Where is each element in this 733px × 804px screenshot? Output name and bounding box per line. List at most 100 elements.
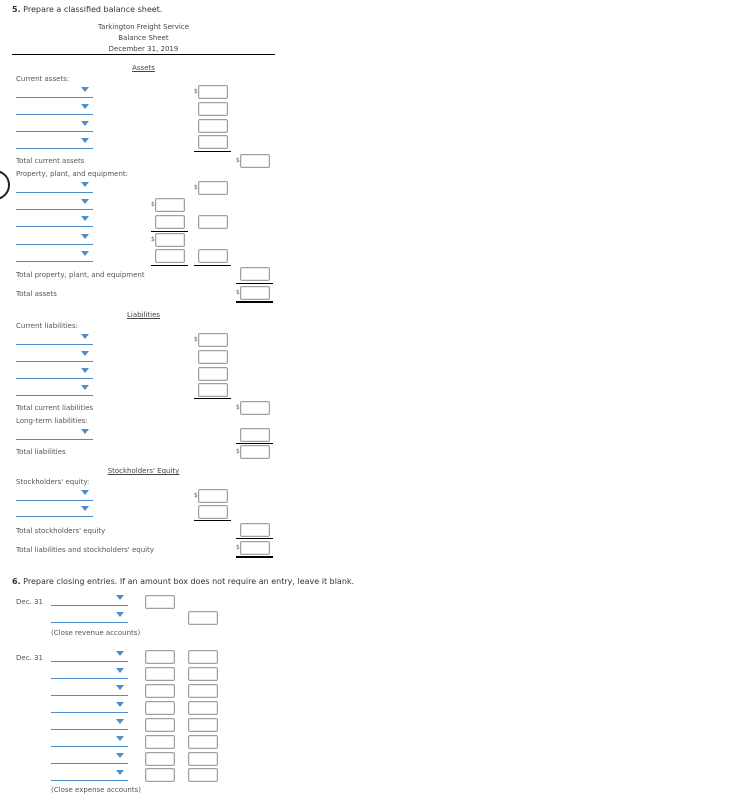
expense-close-account-select-6[interactable]: [51, 732, 128, 747]
current-liability-select-3[interactable]: [16, 364, 93, 379]
current-liability-amount-1[interactable]: [198, 333, 228, 347]
ppe-select-1[interactable]: [16, 178, 93, 193]
revenue-close-debit-account-select[interactable]: [51, 591, 128, 606]
chevron-down-icon: [81, 368, 89, 373]
total-stockholders-equity-amount[interactable]: [240, 523, 270, 537]
expense-close-debit-amount-3[interactable]: [145, 684, 175, 698]
equity-amount-2[interactable]: [198, 505, 228, 519]
subtotal-rule: [151, 231, 188, 232]
total-liabilities-amount[interactable]: [240, 445, 270, 459]
current-asset-select-1[interactable]: [16, 83, 93, 98]
chevron-down-icon: [81, 216, 89, 221]
subtotal-rule: [194, 398, 231, 399]
equity-select-1[interactable]: [16, 486, 93, 501]
ppe-select-3[interactable]: [16, 212, 93, 227]
chevron-down-icon: [81, 182, 89, 187]
total-ppe-amount[interactable]: [240, 267, 270, 281]
expense-close-debit-amount-7[interactable]: [145, 752, 175, 766]
total-liabilities-label: Total liabilities: [16, 448, 66, 456]
ppe-amount-1[interactable]: [198, 181, 228, 195]
chevron-down-icon: [116, 651, 124, 656]
current-liability-amount-3[interactable]: [198, 367, 228, 381]
expense-close-credit-amount-5[interactable]: [188, 718, 218, 732]
expense-close-credit-amount-1[interactable]: [188, 650, 218, 664]
current-liability-select-1[interactable]: [16, 330, 93, 345]
chevron-down-icon: [81, 121, 89, 126]
expense-close-credit-amount-2[interactable]: [188, 667, 218, 681]
total-stockholders-equity-label: Total stockholders' equity: [16, 527, 106, 535]
chevron-down-icon: [81, 87, 89, 92]
expense-close-account-select-1[interactable]: [51, 647, 128, 662]
long-term-liability-select-1[interactable]: [16, 425, 93, 440]
current-asset-amount-4[interactable]: [198, 135, 228, 149]
liabilities-heading: Liabilities: [126, 311, 161, 319]
chevron-down-icon: [81, 334, 89, 339]
dollar-sign: $: [151, 236, 155, 243]
expense-close-account-select-4[interactable]: [51, 698, 128, 713]
ppe-net-amount-1[interactable]: [198, 215, 228, 229]
chevron-down-icon: [116, 668, 124, 673]
ppe-cost-amount-2[interactable]: [155, 233, 185, 247]
current-liability-amount-2[interactable]: [198, 350, 228, 364]
ppe-select-5[interactable]: [16, 247, 93, 262]
expense-close-credit-amount-4[interactable]: [188, 701, 218, 715]
ppe-net-amount-2[interactable]: [198, 249, 228, 263]
chevron-down-icon: [81, 385, 89, 390]
subtotal-rule: [236, 443, 273, 444]
ppe-accum-depr-amount-2[interactable]: [155, 249, 185, 263]
expense-close-debit-amount-6[interactable]: [145, 735, 175, 749]
ppe-cost-amount-1[interactable]: [155, 198, 185, 212]
expense-close-credit-amount-7[interactable]: [188, 752, 218, 766]
expense-close-debit-amount-4[interactable]: [145, 701, 175, 715]
partial-circle-decoration: [0, 170, 10, 200]
chevron-down-icon: [116, 595, 124, 600]
entry-2-date: Dec. 31: [16, 654, 43, 662]
current-liability-select-2[interactable]: [16, 347, 93, 362]
expense-close-account-select-2[interactable]: [51, 664, 128, 679]
dollar-sign: $: [194, 88, 198, 95]
expense-close-credit-amount-6[interactable]: [188, 735, 218, 749]
chevron-down-icon: [81, 429, 89, 434]
chevron-down-icon: [116, 753, 124, 758]
chevron-down-icon: [116, 719, 124, 724]
long-term-liability-amount-1[interactable]: [240, 428, 270, 442]
total-current-assets-label: Total current assets: [16, 157, 85, 165]
total-current-assets-amount[interactable]: [240, 154, 270, 168]
chevron-down-icon: [81, 234, 89, 239]
total-current-liabilities-amount[interactable]: [240, 401, 270, 415]
expense-close-debit-amount-2[interactable]: [145, 667, 175, 681]
ppe-label: Property, plant, and equipment:: [16, 170, 129, 178]
equity-amount-1[interactable]: [198, 489, 228, 503]
revenue-close-credit-account-select[interactable]: [51, 608, 128, 623]
current-liability-amount-4[interactable]: [198, 383, 228, 397]
expense-close-debit-amount-5[interactable]: [145, 718, 175, 732]
expense-close-credit-amount-8[interactable]: [188, 768, 218, 782]
current-asset-select-3[interactable]: [16, 117, 93, 132]
total-liabilities-equity-amount[interactable]: [240, 541, 270, 555]
expense-close-account-select-8[interactable]: [51, 766, 128, 781]
expense-close-credit-amount-3[interactable]: [188, 684, 218, 698]
current-asset-amount-2[interactable]: [198, 102, 228, 116]
expense-close-debit-amount-1[interactable]: [145, 650, 175, 664]
current-asset-select-4[interactable]: [16, 134, 93, 149]
expense-close-account-select-5[interactable]: [51, 715, 128, 730]
ppe-select-4[interactable]: [16, 230, 93, 245]
ppe-select-2[interactable]: [16, 195, 93, 210]
expense-close-account-select-7[interactable]: [51, 749, 128, 764]
current-asset-amount-1[interactable]: [198, 85, 228, 99]
chevron-down-icon: [116, 685, 124, 690]
current-asset-amount-3[interactable]: [198, 119, 228, 133]
revenue-close-credit-amount[interactable]: [188, 611, 218, 625]
expense-close-account-select-3[interactable]: [51, 681, 128, 696]
revenue-close-debit-amount[interactable]: [145, 595, 175, 609]
total-assets-label: Total assets: [16, 290, 57, 298]
current-asset-select-2[interactable]: [16, 100, 93, 115]
ppe-accum-depr-amount-1[interactable]: [155, 215, 185, 229]
subtotal-rule: [194, 520, 231, 521]
expense-close-debit-amount-8[interactable]: [145, 768, 175, 782]
chevron-down-icon: [81, 138, 89, 143]
equity-select-2[interactable]: [16, 502, 93, 517]
current-liability-select-4[interactable]: [16, 381, 93, 396]
subtotal-rule: [194, 265, 231, 266]
total-assets-amount[interactable]: [240, 286, 270, 300]
